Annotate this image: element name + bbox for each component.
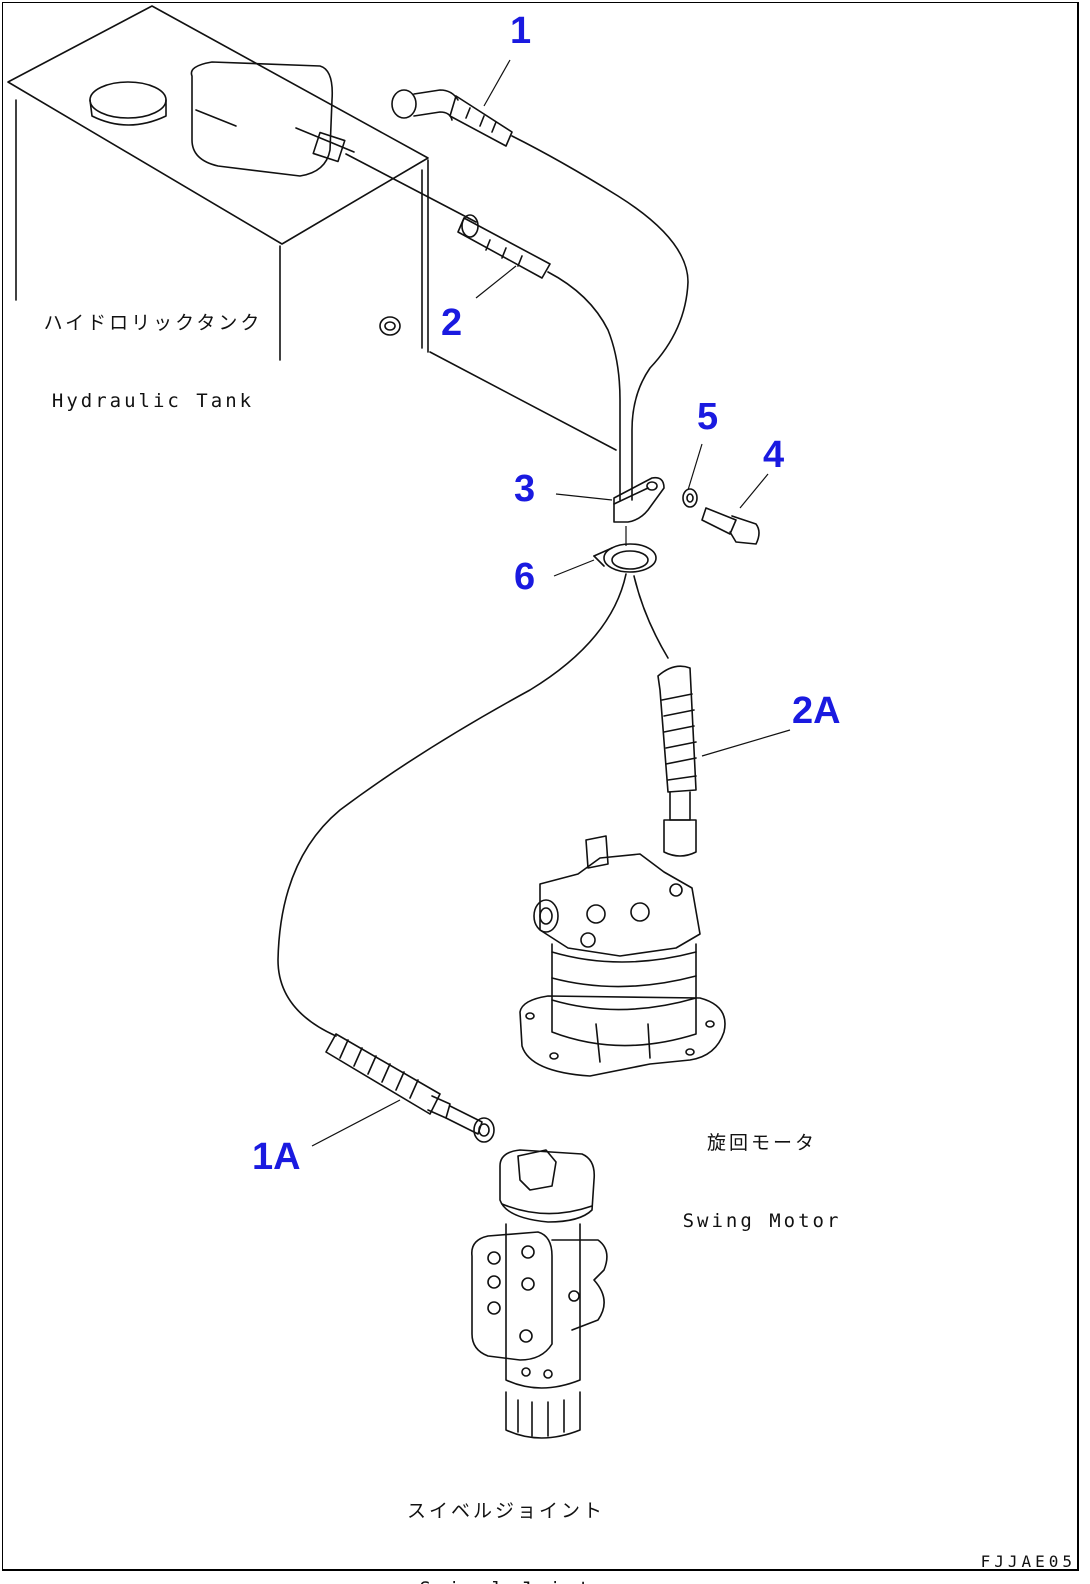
- hose-2: [345, 153, 621, 501]
- drawing-code: FJJAE05: [980, 1552, 1076, 1571]
- clamp-assembly: [593, 476, 760, 573]
- hydraulic-tank-caption: ハイドロリックタンク Hydraulic Tank: [28, 258, 278, 466]
- swivel-joint: [471, 1149, 608, 1439]
- hydraulic-tank: [7, 5, 429, 361]
- hose-1: [391, 89, 689, 501]
- swivel-joint-label-en: Swivel Joint: [396, 1576, 616, 1584]
- hydraulic-tank-label-jp: ハイドロリックタンク: [43, 312, 263, 334]
- swivel-joint-label-jp: スイベルジョイント: [406, 1500, 605, 1522]
- swing-motor-label-en: Swing Motor: [682, 1210, 842, 1232]
- hose-1a: [277, 573, 627, 1143]
- callout-2: 2: [441, 302, 463, 344]
- hydraulic-tank-label-en: Hydraulic Tank: [51, 390, 255, 412]
- callout-1a: 1A: [252, 1136, 301, 1178]
- swivel-joint-caption: スイベルジョイント Swivel Joint: [396, 1446, 616, 1584]
- callout-6: 6: [514, 556, 536, 598]
- callout-5: 5: [697, 396, 719, 438]
- callout-2a: 2A: [792, 690, 841, 732]
- hose-2a: [633, 575, 697, 857]
- leader-lines: [311, 59, 791, 1147]
- callout-4: 4: [763, 434, 785, 476]
- callout-3: 3: [514, 468, 536, 510]
- tank-nut: [379, 316, 617, 451]
- swing-motor: [519, 835, 726, 1077]
- callout-1: 1: [510, 10, 532, 52]
- swing-motor-caption: 旋回モータ Swing Motor: [672, 1078, 852, 1286]
- swing-motor-label-jp: 旋回モータ: [706, 1132, 817, 1154]
